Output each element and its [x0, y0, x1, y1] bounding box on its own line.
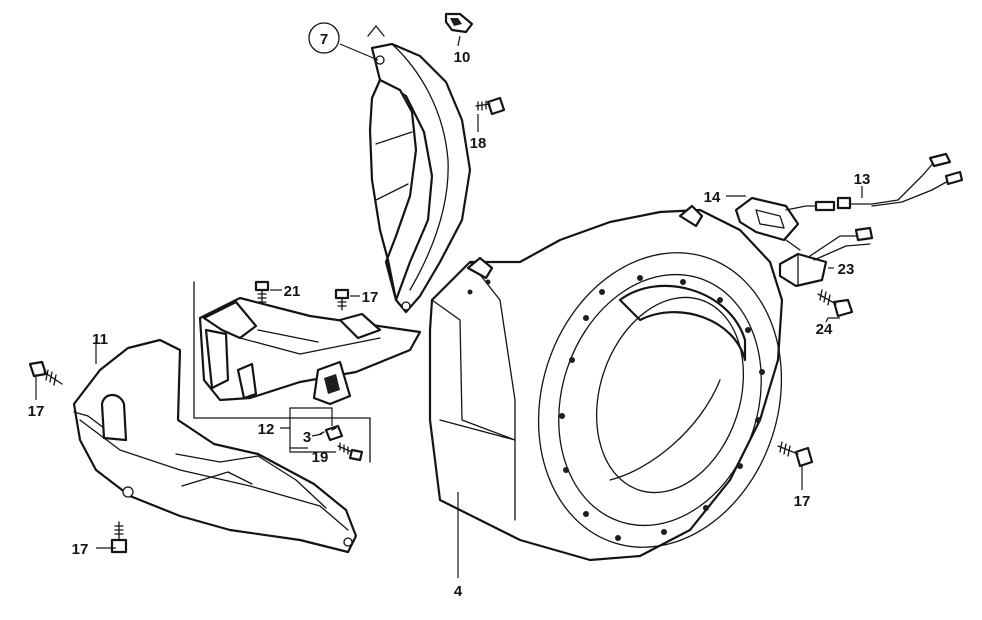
label-part-17-right: 17	[794, 493, 811, 510]
clip-10	[444, 12, 474, 34]
bolt-18	[475, 96, 506, 116]
fan-cover	[428, 204, 784, 562]
bolt-24	[817, 289, 854, 318]
label-part-3: 3	[303, 429, 311, 446]
regulator-23	[778, 226, 874, 288]
part-7-circle	[308, 22, 340, 54]
label-part-13: 13	[854, 171, 871, 188]
label-part-4: 4	[454, 583, 463, 600]
label-part-10: 10	[454, 49, 471, 66]
screw-3	[319, 424, 344, 442]
label-part-11: 11	[92, 331, 108, 348]
switch-14	[734, 196, 836, 251]
label-part-7: 7	[320, 31, 328, 48]
label-part-17-top: 17	[362, 289, 379, 306]
cover-bolt-holes	[559, 275, 765, 541]
label-part-23: 23	[838, 261, 855, 278]
wire-harness-13	[836, 152, 964, 210]
screw-19	[337, 442, 364, 462]
bolt-21	[254, 280, 270, 305]
label-part-24: 24	[816, 321, 833, 338]
side-shroud	[367, 25, 472, 314]
label-part-17-bottom: 17	[72, 541, 89, 558]
label-part-19: 19	[312, 449, 329, 466]
label-part-14: 14	[704, 189, 721, 206]
label-part-17-left: 17	[28, 403, 45, 420]
lower-shroud	[72, 338, 358, 554]
callout-labels: 7 10 18 4 11 17 17 17 17 21 12 3 19 14 1…	[28, 22, 871, 600]
bolt-17-top	[334, 288, 350, 311]
leader-lines	[35, 35, 863, 578]
bracket-assembly	[193, 281, 422, 463]
label-part-21: 21	[284, 283, 301, 300]
bolt-17-right	[777, 441, 814, 468]
bolt-17-left	[28, 360, 63, 386]
label-part-18: 18	[470, 135, 487, 152]
label-part-12: 12	[258, 421, 275, 438]
